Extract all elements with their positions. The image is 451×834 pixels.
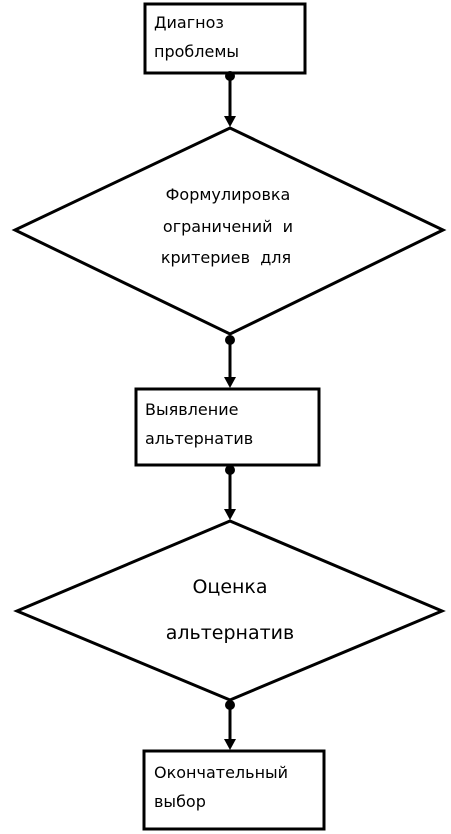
edge-criteria-to-alternatives [224, 335, 236, 388]
edge-diagnosis-to-criteria [224, 71, 236, 127]
node-criteria-line-3: критериев для [161, 248, 291, 267]
edge-arrowhead [224, 509, 236, 520]
node-criteria-diamond [11, 126, 447, 336]
node-criteria: Формулировка ограничений и критериев для [11, 126, 447, 336]
node-evaluation: Оценка альтернатив [13, 519, 446, 702]
node-diagnosis-line-1: Диагноз [154, 13, 224, 32]
edge-arrowhead [224, 116, 236, 127]
node-evaluation-line-1: Оценка [192, 576, 267, 598]
edge-arrowhead [224, 377, 236, 388]
node-criteria-line-1: Формулировка [166, 185, 291, 204]
node-alternatives-line-2: альтернатив [145, 429, 253, 448]
node-final-choice: Окончательный выбор [142, 749, 326, 831]
node-evaluation-diamond [13, 519, 446, 702]
node-criteria-line-2: ограничений и [163, 217, 293, 236]
edge-evaluation-to-choice [224, 700, 236, 750]
node-evaluation-line-2: альтернатив [166, 622, 294, 644]
node-diagnosis-line-2: проблемы [154, 42, 239, 61]
node-final-choice-line-1: Окончательный [154, 763, 288, 782]
node-diagnosis: Диагноз проблемы [143, 2, 307, 75]
edge-arrowhead [224, 739, 236, 750]
node-alternatives: Выявление альтернатив [134, 387, 321, 467]
node-alternatives-box [134, 387, 321, 467]
node-final-choice-line-2: выбор [154, 792, 206, 811]
node-final-choice-box [142, 749, 326, 831]
node-alternatives-line-1: Выявление [145, 400, 238, 419]
edge-alternatives-to-evaluation [224, 465, 236, 520]
node-diagnosis-box [143, 2, 307, 75]
